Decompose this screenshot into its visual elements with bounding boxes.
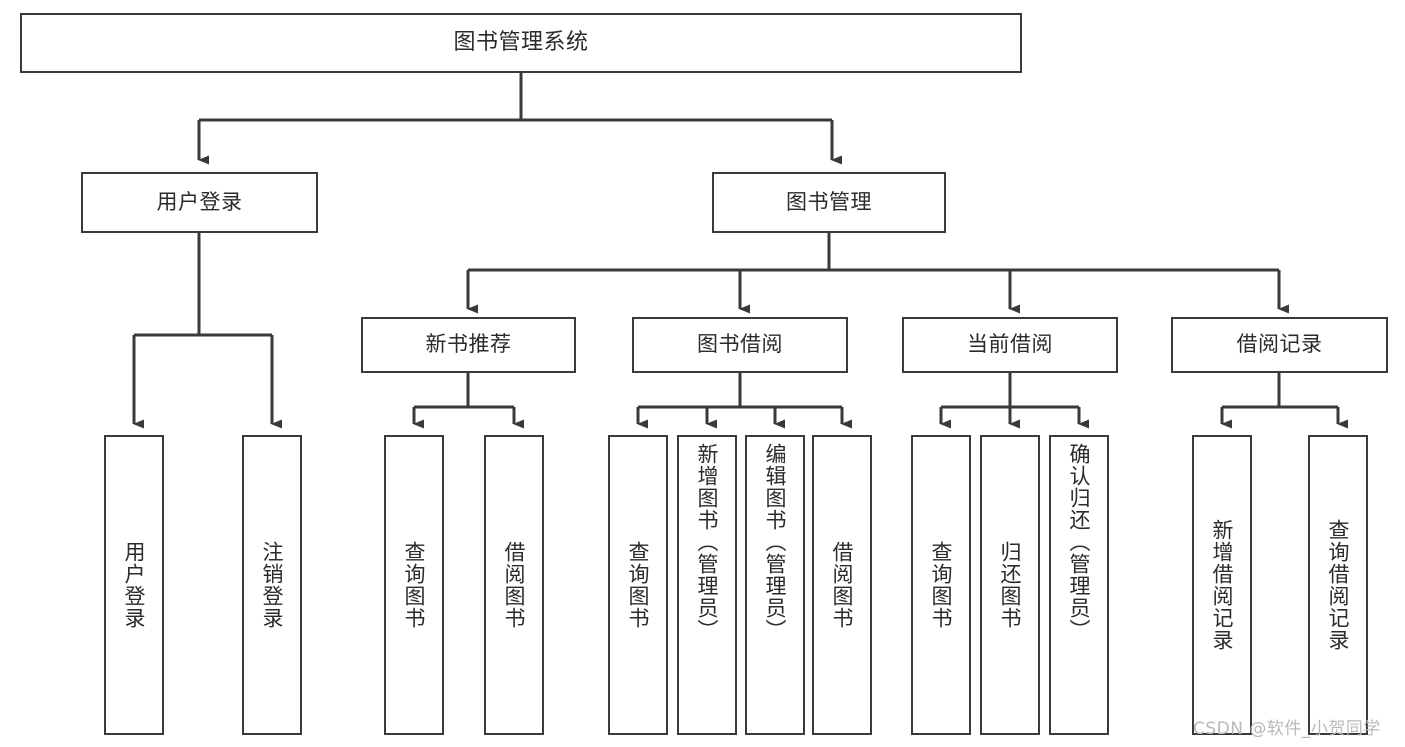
node-borrow-record[interactable]: 借阅记录 xyxy=(1171,317,1388,373)
leaf-query-book-3[interactable]: 查询图书 xyxy=(911,435,971,735)
leaf-return-book[interactable]: 归还图书 xyxy=(980,435,1040,735)
node-label: 图书管理系统 xyxy=(453,29,589,55)
node-label: 用户登录 xyxy=(122,541,147,629)
node-label: 查询图书 xyxy=(402,541,427,629)
node-label: 图书管理 xyxy=(786,189,872,214)
leaf-add-book[interactable]: 新增图书（管理员） xyxy=(677,435,737,735)
node-label: 注销登录 xyxy=(260,541,285,629)
leaf-query-book-1[interactable]: 查询图书 xyxy=(384,435,444,735)
node-label: 编辑图书（管理员） xyxy=(763,443,788,641)
csdn-watermark: CSDN @软件_小贺同学 xyxy=(1193,719,1381,739)
node-label: 查询图书 xyxy=(929,541,954,629)
node-current-borrow[interactable]: 当前借阅 xyxy=(902,317,1118,373)
node-label: 借阅图书 xyxy=(502,541,527,629)
node-label: 新书推荐 xyxy=(425,332,512,357)
node-label: 归还图书 xyxy=(998,541,1023,629)
node-label: 确认归还（管理员） xyxy=(1067,443,1092,641)
node-label: 当前借阅 xyxy=(967,332,1053,357)
node-label: 借阅图书 xyxy=(830,541,855,629)
leaf-confirm-return[interactable]: 确认归还（管理员） xyxy=(1049,435,1109,735)
node-label: 图书借阅 xyxy=(697,332,783,357)
leaf-add-record[interactable]: 新增借阅记录 xyxy=(1192,435,1252,735)
node-book-manage[interactable]: 图书管理 xyxy=(712,172,946,233)
leaf-query-book-2[interactable]: 查询图书 xyxy=(608,435,668,735)
leaf-borrow-book-1[interactable]: 借阅图书 xyxy=(484,435,544,735)
node-new-book-rec[interactable]: 新书推荐 xyxy=(361,317,576,373)
node-book-borrow[interactable]: 图书借阅 xyxy=(632,317,848,373)
leaf-logout[interactable]: 注销登录 xyxy=(242,435,302,735)
leaf-user-login[interactable]: 用户登录 xyxy=(104,435,164,735)
leaf-edit-book[interactable]: 编辑图书（管理员） xyxy=(745,435,805,735)
node-label: 新增图书（管理员） xyxy=(695,443,720,641)
node-label: 查询图书 xyxy=(626,541,651,629)
node-user-login[interactable]: 用户登录 xyxy=(81,172,318,233)
node-root-system[interactable]: 图书管理系统 xyxy=(20,13,1022,73)
leaf-borrow-book-2[interactable]: 借阅图书 xyxy=(812,435,872,735)
leaf-query-record[interactable]: 查询借阅记录 xyxy=(1308,435,1368,735)
node-label: 新增借阅记录 xyxy=(1210,519,1235,651)
node-label: 查询借阅记录 xyxy=(1326,519,1351,651)
node-label: 借阅记录 xyxy=(1236,332,1323,357)
node-label: 用户登录 xyxy=(156,189,243,214)
